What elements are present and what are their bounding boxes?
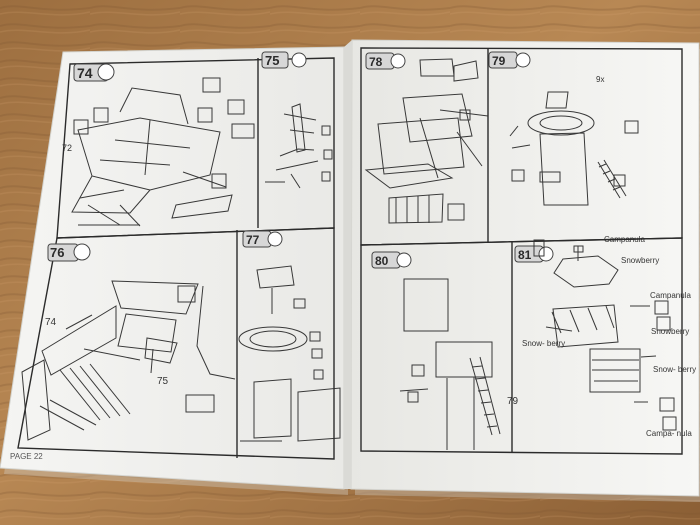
part-75-label: 75 bbox=[157, 376, 169, 387]
page-label: PAGE 22 bbox=[10, 452, 43, 461]
left-page-panels bbox=[17, 57, 335, 460]
step-81-diagram: Campanula Snowberry Campanula Snowberry … bbox=[522, 235, 696, 438]
booklet-spine bbox=[344, 40, 352, 489]
step-markers: 74 75 76 77 78 79 80 bbox=[47, 51, 554, 269]
step-77-label: 77 bbox=[246, 233, 260, 247]
step-79-label: 79 bbox=[492, 54, 506, 68]
snowberry-label-top: Snowberry bbox=[621, 256, 659, 265]
step-74-label: 74 bbox=[77, 65, 93, 81]
campanula-label-right: Campanula bbox=[650, 291, 691, 300]
snowberry-label-left: Snow- berry bbox=[522, 339, 565, 348]
step-75-label: 75 bbox=[265, 53, 279, 68]
step-74-diagram: 72 bbox=[62, 77, 255, 227]
booklet: 74 75 76 77 78 79 80 bbox=[0, 39, 700, 502]
step-80-label: 80 bbox=[375, 254, 389, 268]
step-76-label: 76 bbox=[50, 245, 64, 260]
part-79-label: 79 bbox=[507, 396, 519, 407]
step-75-diagram bbox=[265, 103, 333, 189]
step-78-label: 78 bbox=[369, 55, 383, 69]
campanula-label-top: Campanula bbox=[604, 235, 645, 244]
step-78-diagram bbox=[364, 58, 489, 224]
step-79-diagram: 9x bbox=[509, 75, 639, 206]
right-page-panels bbox=[360, 47, 683, 455]
quantity-9x-label: 9x bbox=[596, 75, 604, 84]
instruction-diagrams: 72 bbox=[21, 58, 696, 450]
snowberry-label-lower: Snow- berry bbox=[653, 365, 696, 374]
step-76-diagram: 74 75 bbox=[21, 280, 236, 441]
step-81-label: 81 bbox=[518, 248, 532, 262]
step-80-diagram: 79 bbox=[399, 278, 519, 450]
step-77-diagram bbox=[238, 265, 341, 442]
part-72-label: 72 bbox=[62, 143, 72, 153]
snowberry-label-right: Snowberry bbox=[651, 327, 689, 336]
part-74-label: 74 bbox=[45, 317, 57, 328]
right-page bbox=[350, 39, 700, 497]
campanula-label-bottom: Campa- nula bbox=[646, 429, 692, 438]
